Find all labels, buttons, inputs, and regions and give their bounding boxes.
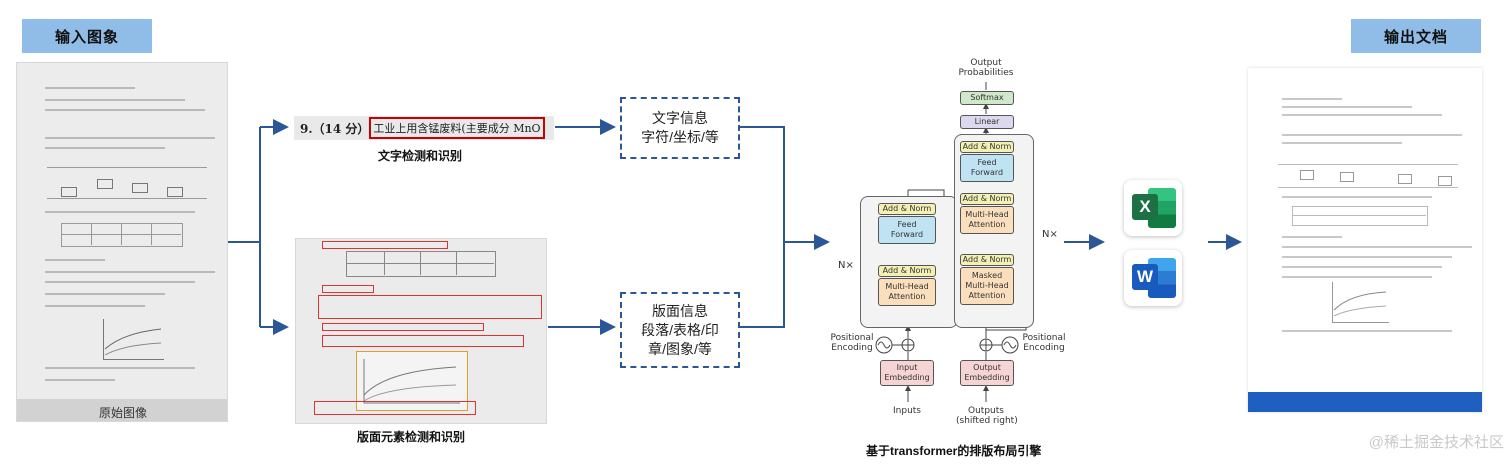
layout-info-box: 版面信息 段落/表格/印 章/图象/等 (620, 292, 740, 368)
layout-info-line: 段落/表格/印 (641, 321, 719, 338)
excel-letter: X (1132, 194, 1158, 220)
output-probabilities-label: Output Probabilities (958, 58, 1014, 78)
decoder-add-norm-2: Add & Norm (960, 193, 1014, 205)
decoder-add-norm-1: Add & Norm (960, 141, 1014, 153)
layout-detect-image (295, 238, 547, 424)
layout-info-line: 版面信息 (652, 302, 708, 319)
decoder-masked-attention: Masked Multi-Head Attention (960, 267, 1014, 305)
layout-info-line: 章/图象/等 (648, 340, 712, 357)
watermark: @稀土掘金技术社区 (1368, 434, 1504, 451)
arrow-text-info-join (738, 126, 785, 328)
excel-app-icon: X (1124, 180, 1182, 236)
output-document-footer-bar (1248, 392, 1482, 412)
text-info-line: 字符/坐标/等 (641, 129, 719, 145)
transformer-caption: 基于transformer的排版布局引擎 (866, 444, 1042, 458)
input-document-image: 原始图像 (16, 62, 228, 422)
snippet-highlight-box: 工业上用含锰废料(主要成分 MnO (369, 117, 545, 139)
text-info-box: 文字信息 字符/坐标/等 (620, 97, 740, 159)
softmax-block: Softmax (960, 91, 1014, 105)
output-banner: 输出文档 (1351, 19, 1481, 53)
decoder-add-norm-3: Add & Norm (960, 254, 1014, 266)
layout-detect-caption: 版面元素检测和识别 (357, 430, 466, 444)
input-doc-caption: 原始图像 (99, 406, 148, 420)
decoder-nx-label: N× (1042, 229, 1058, 240)
text-detect-caption: 文字检测和识别 (378, 149, 463, 163)
snippet-question-number: 9.（14 分） (300, 121, 370, 136)
text-info-line: 文字信息 (652, 110, 708, 126)
encoder-nx-label: N× (838, 260, 854, 271)
linear-block: Linear (960, 115, 1014, 129)
encoder-add-norm-top: Add & Norm (878, 203, 936, 215)
word-letter: W (1132, 264, 1158, 290)
output-document (1248, 68, 1482, 412)
text-snippet: 9.（14 分） 工业上用含锰废料(主要成分 MnO (294, 116, 554, 140)
inputs-label: Inputs (893, 406, 921, 416)
encoder-add-norm-bottom: Add & Norm (878, 265, 936, 277)
input-banner: 输入图象 (22, 19, 152, 53)
outputs-label: Outputs(shifted right) (956, 406, 1018, 426)
word-app-icon: W (1124, 250, 1182, 306)
